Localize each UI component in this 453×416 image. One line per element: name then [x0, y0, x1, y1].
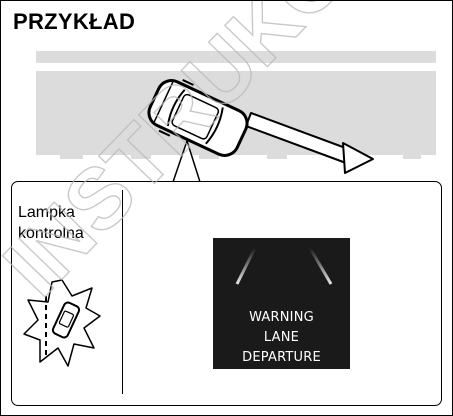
warning-line-3: DEPARTURE — [213, 348, 350, 368]
lane-departure-lamp-icon — [22, 278, 102, 368]
lane-dashes — [36, 155, 436, 161]
warning-line-1: WARNING — [213, 308, 350, 328]
road-scene — [1, 1, 452, 201]
road-top-shoulder — [36, 51, 436, 63]
indicator-label-line2: kontrolna — [18, 223, 118, 244]
indicator-label-line1: Lampka — [18, 202, 118, 223]
indicator-label: Lampka kontrolna — [18, 202, 118, 244]
warning-display: WARNING LANE DEPARTURE — [213, 238, 350, 369]
display-lane-lines — [213, 238, 350, 308]
warning-line-2: LANE — [213, 328, 350, 348]
panel-divider — [122, 190, 123, 394]
indicator-panel: Lampka kontrolna — [11, 181, 442, 406]
lane-departure-warning-text: WARNING LANE DEPARTURE — [213, 308, 350, 368]
